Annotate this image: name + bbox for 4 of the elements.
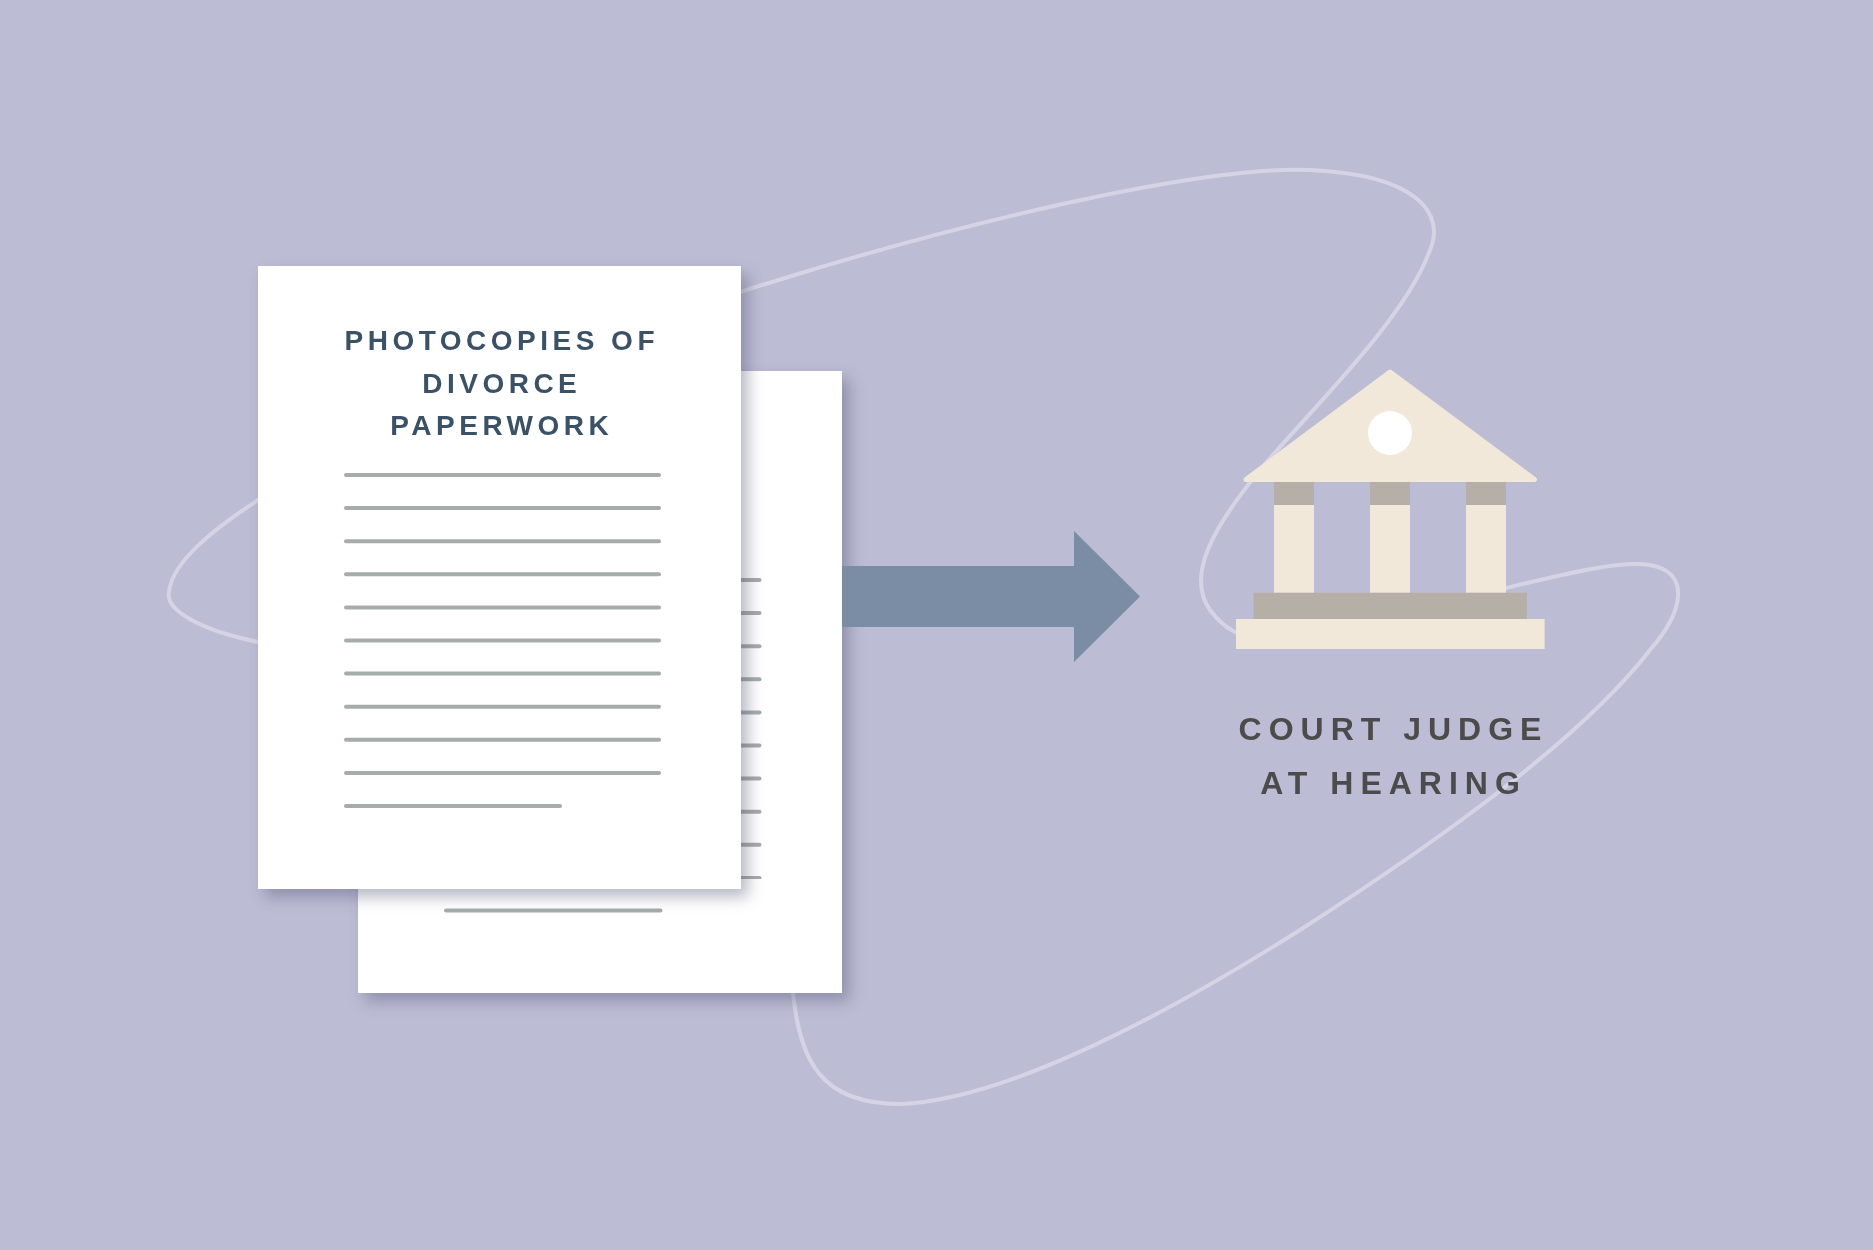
node-caption: COURT JUDGE AT HEARING — [1237, 710, 1550, 803]
block-arrow — [842, 531, 1140, 662]
document-title: PHOTOCOPIES OF DIVORCE PAPERWORK — [343, 324, 660, 443]
document-sheet — [258, 266, 741, 889]
